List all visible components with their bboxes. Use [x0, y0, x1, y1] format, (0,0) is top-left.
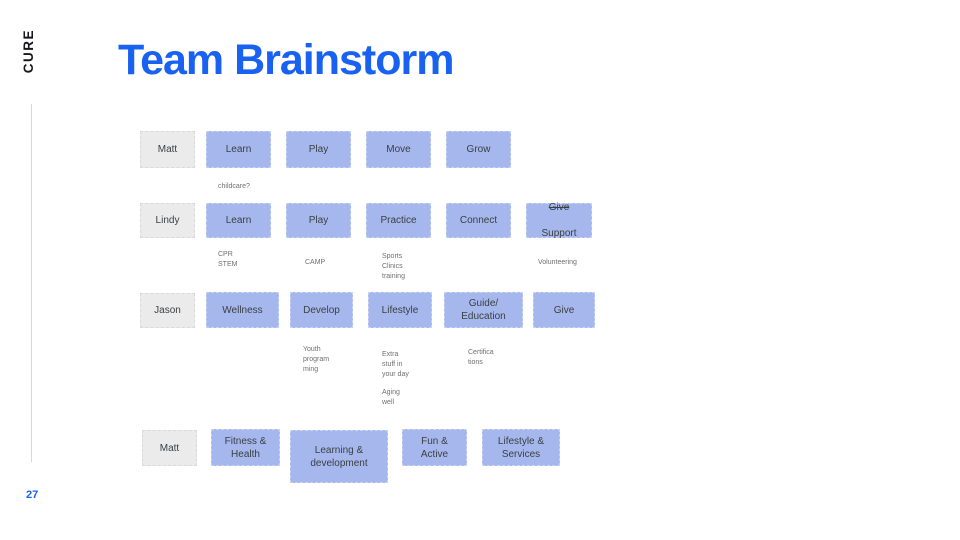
brainstorm-card: Learn: [206, 131, 271, 168]
brainstorm-card: Learning & development: [290, 430, 388, 483]
page-number: 27: [26, 489, 39, 501]
brainstorm-card: Grow: [446, 131, 511, 168]
note-text: childcare?: [218, 183, 250, 190]
brainstorm-card: Give: [533, 292, 595, 328]
brainstorm-card: Play: [286, 203, 351, 238]
owner-card: Matt: [142, 430, 197, 466]
brainstorm-card: Connect: [446, 203, 511, 238]
note-text: Volunteering: [538, 259, 577, 266]
brainstorm-card: Play: [286, 131, 351, 168]
brainstorm-card-give-support: Give Support: [526, 202, 592, 239]
owner-card: Matt: [140, 131, 195, 168]
card-label: Support: [541, 228, 577, 239]
brainstorm-card: Lifestyle & Services: [482, 429, 560, 466]
brainstorm-card: Learn: [206, 203, 271, 238]
brainstorm-card: Fun & Active: [402, 429, 467, 466]
brainstorm-card: Practice: [366, 203, 431, 238]
note-text: Certifica tions: [468, 349, 494, 366]
note-text: CAMP: [305, 259, 326, 266]
note-text: Youth program ming: [303, 346, 330, 373]
note-text: Aging well: [382, 389, 400, 406]
brainstorm-card: Lifestyle: [368, 292, 432, 328]
owner-card: Lindy: [140, 203, 195, 238]
brainstorm-card: Move: [366, 131, 431, 168]
brainstorm-card: Fitness & Health: [211, 429, 280, 466]
brand-logo: CURE: [21, 29, 36, 74]
divider-line: [31, 104, 32, 462]
owner-card: Jason: [140, 293, 195, 328]
struck-word: Give: [548, 202, 570, 213]
page-title: Team Brainstorm: [118, 36, 454, 84]
brainstorm-card: Wellness: [206, 292, 279, 328]
note-text: Sports Clinics training: [382, 253, 405, 280]
note-text: Extra stuff in your day: [382, 351, 409, 378]
note-text: CPR STEM: [218, 251, 238, 268]
brainstorm-card: Develop: [290, 292, 353, 328]
brainstorm-card: Guide/ Education: [444, 292, 523, 328]
